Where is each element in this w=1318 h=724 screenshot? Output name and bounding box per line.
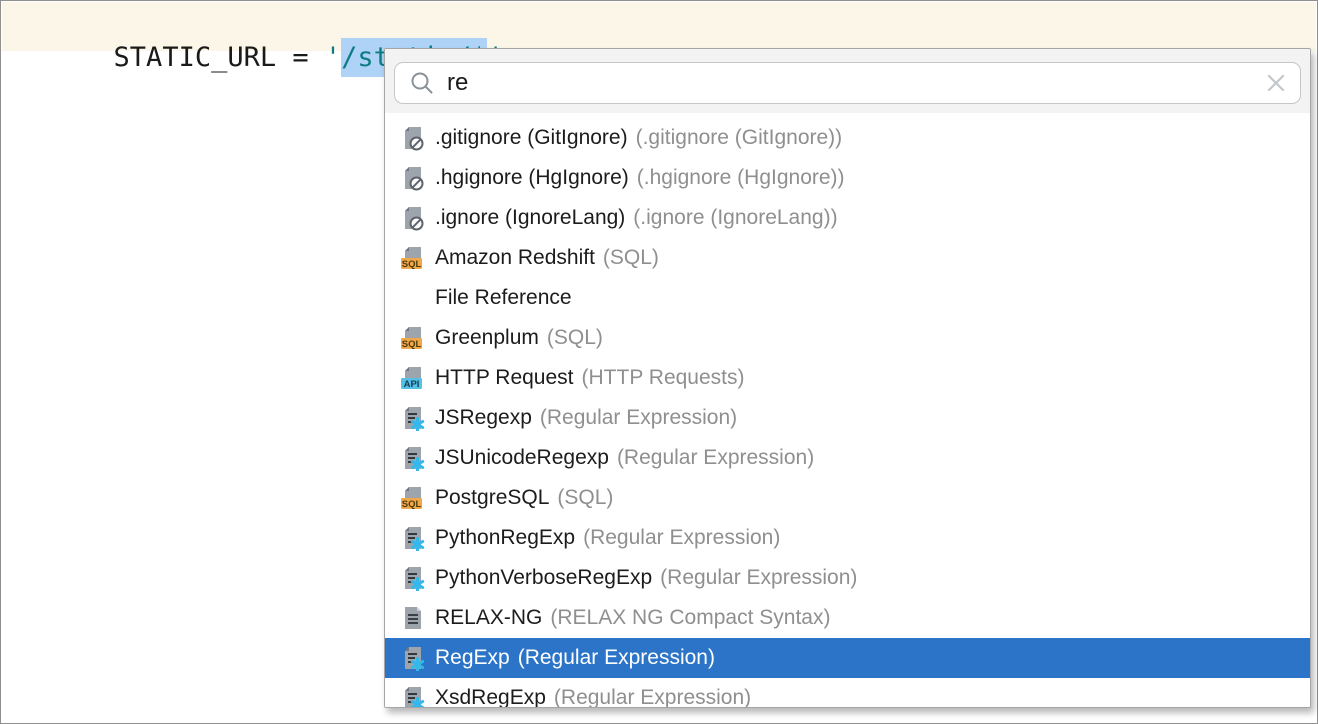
- sql-file-icon: SQL: [400, 485, 426, 511]
- item-label: PythonRegExp: [435, 526, 576, 549]
- item-hint: (SQL): [557, 486, 614, 509]
- list-item-pythonregexp[interactable]: PythonRegExp (Regular Expression): [385, 518, 1310, 558]
- list-item-xsdregexp[interactable]: XsdRegExp (Regular Expression): [385, 678, 1310, 708]
- regexp-file-icon: [400, 685, 426, 707]
- list-item-relax-ng[interactable]: RELAX-NG (RELAX NG Compact Syntax): [385, 598, 1310, 638]
- list-item-http-request[interactable]: API HTTP Request (HTTP Requests): [385, 358, 1310, 398]
- item-hint: (.ignore (IgnoreLang)): [633, 206, 838, 229]
- search-icon: [409, 70, 435, 96]
- item-hint: (.hgignore (HgIgnore)): [636, 166, 845, 189]
- item-hint: (Regular Expression): [660, 566, 858, 589]
- item-hint: (Regular Expression): [539, 406, 738, 429]
- list-item-amazon-redshift[interactable]: SQL Amazon Redshift (SQL): [385, 238, 1310, 278]
- svg-text:SQL: SQL: [402, 259, 422, 270]
- search-input[interactable]: [447, 69, 1266, 97]
- item-label: RELAX-NG: [435, 606, 543, 629]
- item-label: JSRegexp: [435, 406, 532, 429]
- regexp-file-icon: [400, 645, 426, 671]
- item-label: JSUnicodeRegexp: [435, 446, 609, 469]
- item-hint: (.gitignore (GitIgnore)): [635, 126, 843, 149]
- item-label: PostgreSQL: [435, 486, 550, 509]
- item-label: .ignore (IgnoreLang): [435, 206, 626, 229]
- item-hint: (SQL): [546, 326, 603, 349]
- regexp-file-icon: [400, 525, 426, 551]
- ignore-file-icon: [400, 205, 426, 231]
- item-hint: (HTTP Requests): [581, 366, 745, 389]
- list-item-jsregexp[interactable]: JSRegexp (Regular Expression): [385, 398, 1310, 438]
- search-field[interactable]: [394, 62, 1301, 104]
- editor-code-band: STATIC_URL = '/static/*': [2, 2, 1316, 77]
- ignore-file-icon: [400, 125, 426, 151]
- svg-text:API: API: [404, 379, 420, 390]
- api-file-icon: API: [400, 365, 426, 391]
- list-item-file-reference[interactable]: File Reference: [385, 278, 1310, 318]
- no-icon: [400, 285, 426, 311]
- item-label: PythonVerboseRegExp: [435, 566, 653, 589]
- item-hint: (Regular Expression): [553, 686, 752, 708]
- list-item-hgignore[interactable]: .hgignore (HgIgnore) (.hgignore (HgIgnore…: [385, 158, 1310, 198]
- regexp-file-icon: [400, 405, 426, 431]
- list-item-ignorelang[interactable]: .ignore (IgnoreLang) (.ignore (IgnoreLang…: [385, 198, 1310, 238]
- svg-text:SQL: SQL: [402, 499, 422, 510]
- close-icon[interactable]: [1266, 73, 1286, 93]
- list-item-gitignore[interactable]: .gitignore (GitIgnore) (.gitignore (GitIg…: [385, 118, 1310, 158]
- item-hint: (SQL): [602, 246, 659, 269]
- svg-text:SQL: SQL: [402, 339, 422, 350]
- regexp-file-icon: [400, 445, 426, 471]
- language-injection-popup: .gitignore (GitIgnore) (.gitignore (GitIg…: [384, 48, 1311, 708]
- item-label: Greenplum: [435, 326, 539, 349]
- code-variable: STATIC_URL =: [113, 42, 325, 73]
- regexp-file-icon: [400, 565, 426, 591]
- language-list: .gitignore (GitIgnore) (.gitignore (GitIg…: [385, 113, 1310, 708]
- item-label: Amazon Redshift: [435, 246, 595, 269]
- sql-file-icon: SQL: [400, 325, 426, 351]
- item-hint: (RELAX NG Compact Syntax): [550, 606, 831, 629]
- item-label: .gitignore (GitIgnore): [435, 126, 628, 149]
- item-hint: (Regular Expression): [583, 526, 781, 549]
- popup-search-area: [385, 49, 1310, 113]
- text-file-icon: [400, 605, 426, 631]
- list-item-greenplum[interactable]: SQL Greenplum (SQL): [385, 318, 1310, 358]
- item-hint: (Regular Expression): [517, 646, 715, 669]
- list-item-jsunicoderegexp[interactable]: JSUnicodeRegexp (Regular Expression): [385, 438, 1310, 478]
- string-open-quote: ': [324, 42, 342, 73]
- ignore-file-icon: [400, 165, 426, 191]
- item-hint: (Regular Expression): [616, 446, 815, 469]
- item-label: .hgignore (HgIgnore): [435, 166, 629, 189]
- item-label: RegExp: [435, 646, 510, 669]
- sql-file-icon: SQL: [400, 245, 426, 271]
- list-item-regexp[interactable]: RegExp (Regular Expression): [385, 638, 1310, 678]
- item-label: XsdRegExp: [435, 686, 546, 708]
- list-item-postgresql[interactable]: SQL PostgreSQL (SQL): [385, 478, 1310, 518]
- list-item-pythonverboseregexp[interactable]: PythonVerboseRegExp (Regular Expression): [385, 558, 1310, 598]
- item-label: File Reference: [435, 286, 572, 309]
- item-label: HTTP Request: [435, 366, 574, 389]
